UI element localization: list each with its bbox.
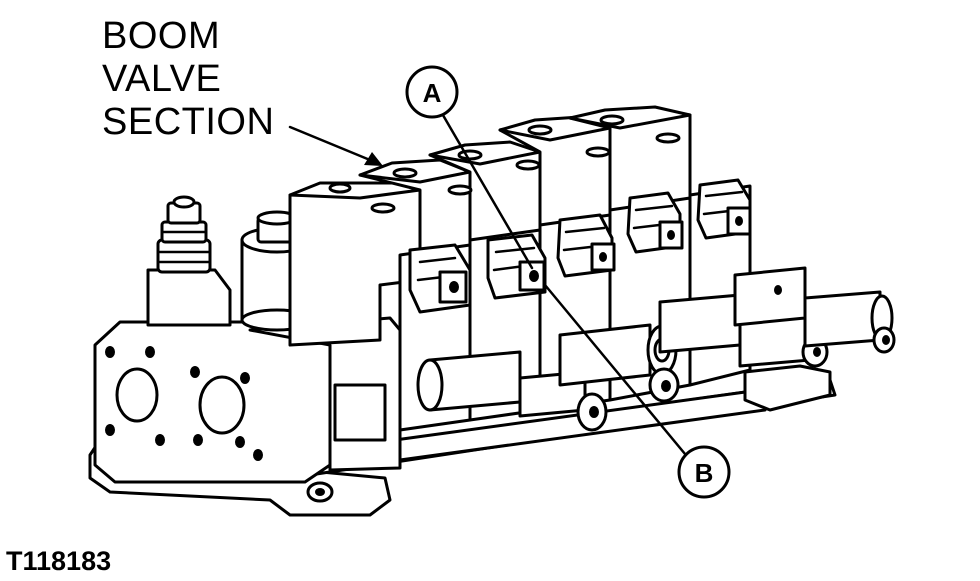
boom-label-line1: BOOM xyxy=(102,15,220,57)
boom-valve-section-label: BOOM VALVE SECTION xyxy=(102,15,274,143)
spool-end-block xyxy=(743,364,832,412)
relief-fitting-3 xyxy=(556,213,616,278)
boom-label-line3: SECTION xyxy=(102,101,274,143)
spool-3 xyxy=(658,293,829,368)
relief-fitting-2 xyxy=(486,233,547,300)
relief-fitting-5 xyxy=(696,178,752,240)
callout-a-label: A xyxy=(423,78,442,108)
relief-fitting-4 xyxy=(626,191,684,254)
callout-a: A xyxy=(405,65,459,119)
leader-lines xyxy=(288,108,692,462)
callout-b: B xyxy=(677,445,731,499)
valve-section-1 xyxy=(288,181,422,347)
callout-b-label: B xyxy=(695,458,714,488)
relief-valve-cartridge xyxy=(146,195,232,327)
relief-fitting-1 xyxy=(408,243,472,314)
inlet-cover xyxy=(93,316,402,484)
boom-label-line2: VALVE xyxy=(102,58,221,100)
figure-id: T118183 xyxy=(6,546,111,576)
spool-4 xyxy=(733,266,896,354)
spool-1 xyxy=(416,350,608,432)
